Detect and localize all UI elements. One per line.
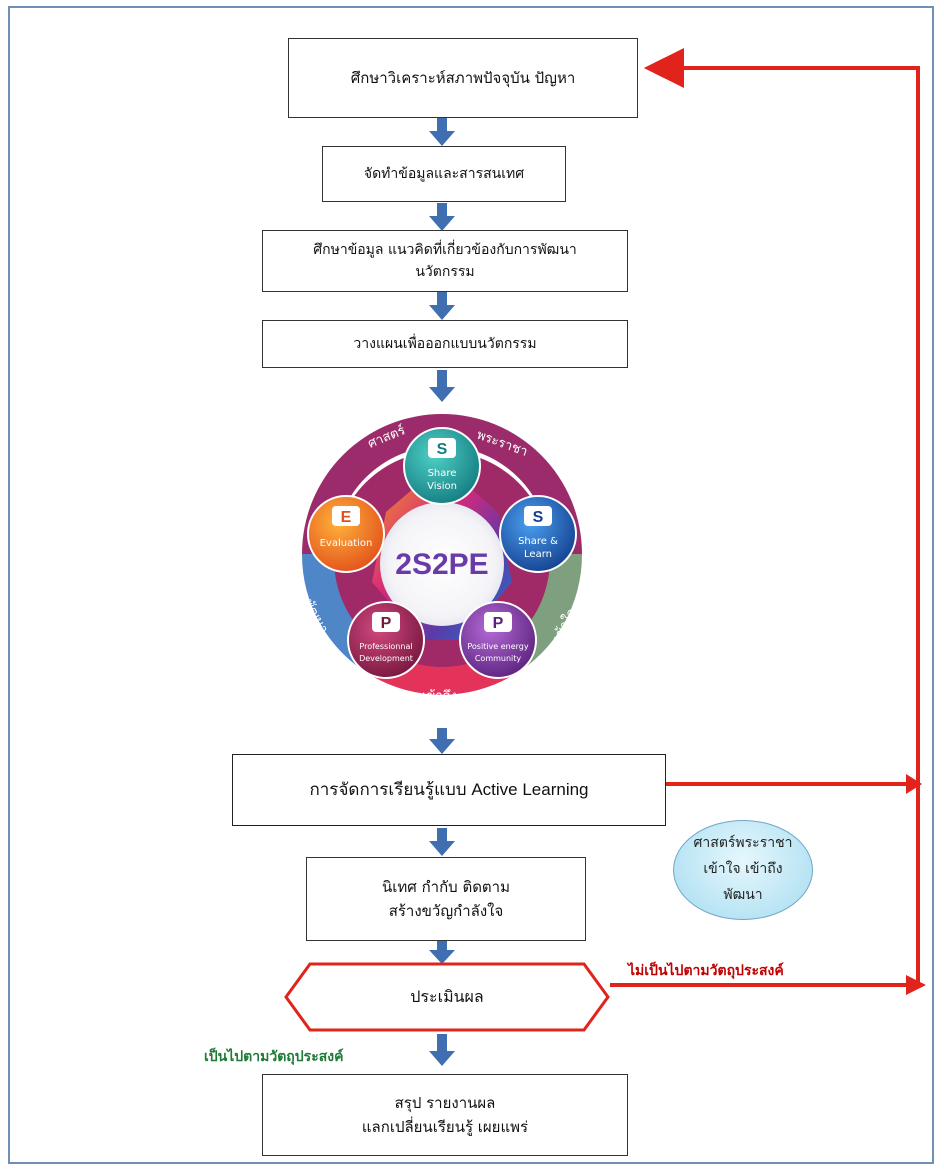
svg-text:P: P <box>493 615 504 632</box>
step-summary-line2: แลกเปลี่ยนเรียนรู้ เผยแพร่ <box>361 1118 529 1136</box>
step-active-learning: การจัดการเรียนรู้แบบ Active Learning <box>232 754 666 826</box>
step-plan-text: วางแผนเพื่อออกแบบนวัตกรรม <box>353 335 537 352</box>
step-prepare-data: จัดทำข้อมูลและสารสนเทศ <box>322 146 566 202</box>
step-analyze-current-state: ศึกษาวิเคราะห์สภาพปัจจุบัน ปัญหา <box>288 38 638 118</box>
model-2s2pe-graphic: 2S2PE S Share Vision S Share & Learn P P… <box>300 414 583 704</box>
feedback-arrow-right-head <box>906 774 922 794</box>
svg-text:P: P <box>381 615 392 632</box>
note-line2: เข้าใจ เข้าถึง <box>703 861 783 878</box>
step-evaluate-text: ประเมินผล <box>410 986 484 1006</box>
note-line3: พัฒนา <box>723 886 763 903</box>
node-professional-development: P Professionnal Development <box>347 601 425 679</box>
svg-text:Community: Community <box>475 654 522 663</box>
note-line1: ศาสตร์พระราชา <box>693 835 793 852</box>
svg-text:Share: Share <box>428 468 457 479</box>
svg-text:E: E <box>341 509 352 526</box>
royal-science-note: ศาสตร์พระราชา เข้าใจ เข้าถึง พัฒนา <box>673 820 813 920</box>
diagram-frame <box>8 6 934 1164</box>
step-study-text-line1: ศึกษาข้อมูล แนวคิดที่เกี่ยวข้องกับการพัฒ… <box>313 241 577 258</box>
model-center-title: 2S2PE <box>395 548 488 581</box>
svg-text:S: S <box>437 441 448 458</box>
step-summary-line1: สรุป รายงานผล <box>394 1094 496 1112</box>
svg-text:S: S <box>533 509 544 526</box>
feedback-return-arrowhead <box>644 58 664 78</box>
step-summary-report: สรุป รายงานผล แลกเปลี่ยนเรียนรู้ เผยแพร่ <box>262 1074 628 1156</box>
arrow-down-icon <box>429 292 455 320</box>
arrow-down-icon <box>429 118 455 146</box>
step-analyze-text: ศึกษาวิเคราะห์สภาพปัจจุบัน ปัญหา <box>350 69 576 87</box>
svg-text:Share &: Share & <box>518 536 558 547</box>
node-share-learn: S Share & Learn <box>499 495 577 573</box>
step-prepare-text: จัดทำข้อมูลและสารสนเทศ <box>363 165 525 182</box>
svg-text:Positive energy: Positive energy <box>467 642 529 651</box>
svg-text:Learn: Learn <box>524 549 552 560</box>
step-evaluate: ประเมินผล <box>284 962 610 1032</box>
arrow-down-icon <box>429 728 455 754</box>
step-supervise: นิเทศ กำกับ ติดตาม สร้างขวัญกำลังใจ <box>306 857 586 941</box>
node-evaluation: E Evaluation <box>307 495 385 573</box>
svg-text:Evaluation: Evaluation <box>320 538 373 549</box>
node-positive-energy: P Positive energy Community <box>459 601 537 679</box>
evaluation-hexagon <box>284 962 610 1032</box>
step-study-concepts: ศึกษาข้อมูล แนวคิดที่เกี่ยวข้องกับการพัฒ… <box>262 230 628 292</box>
arrow-down-icon <box>429 1034 455 1066</box>
step-plan-innovation: วางแผนเพื่อออกแบบนวัตกรรม <box>262 320 628 368</box>
svg-text:Development: Development <box>359 654 413 663</box>
step-active-learning-text: การจัดการเรียนรู้แบบ Active Learning <box>309 780 589 800</box>
node-share-vision: S Share Vision <box>403 427 481 505</box>
ring-segment-top <box>302 414 582 554</box>
step-study-text-line2: นวัตกรรม <box>415 264 475 280</box>
label-met: เป็นไปตามวัตถุประสงค์ <box>204 1049 344 1065</box>
core-circle <box>380 502 504 626</box>
arrow-down-icon <box>429 203 455 231</box>
step-supervise-line2: สร้างขวัญกำลังใจ <box>388 902 504 920</box>
step-supervise-line1: นิเทศ กำกับ ติดตาม <box>382 878 510 896</box>
arrow-down-icon <box>429 828 455 856</box>
svg-text:Vision: Vision <box>427 481 457 492</box>
arrow-down-icon <box>429 941 455 964</box>
label-not-met: ไม่เป็นไปตามวัตถุประสงค์ <box>628 963 784 979</box>
ring-label-access: เข้าถึง <box>422 689 457 704</box>
svg-text:Professionnal: Professionnal <box>359 642 412 651</box>
arrow-down-icon <box>429 370 455 402</box>
